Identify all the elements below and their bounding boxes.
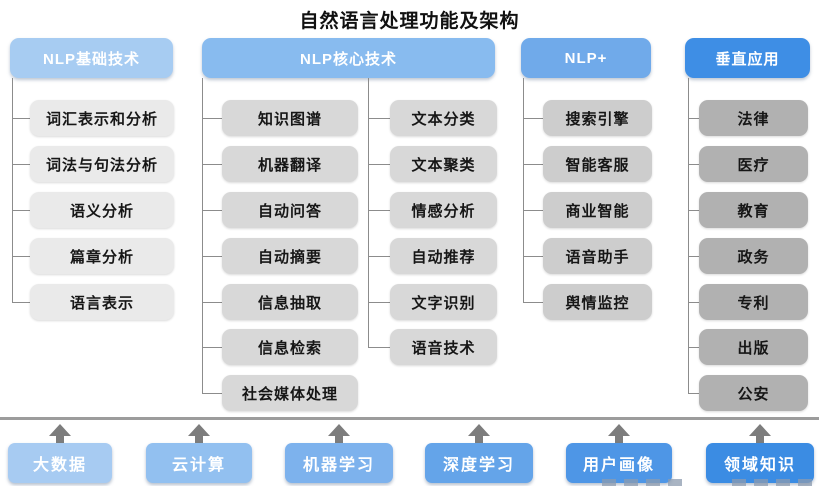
foundation-item: 大数据 <box>8 443 112 483</box>
column-header-nlp-basic: NLP基础技术 <box>10 38 173 78</box>
arrow-up-icon <box>49 424 71 436</box>
column-header-nlp-plus: NLP+ <box>521 38 651 78</box>
connector-branch <box>688 302 699 303</box>
diagram-title: 自然语言处理功能及架构 <box>299 11 520 32</box>
connector-branch <box>368 118 390 119</box>
vertical-app-item: 教育 <box>699 192 808 228</box>
arrow-up-icon <box>749 424 771 436</box>
core-tech-item: 机器翻译 <box>222 146 358 182</box>
nlp-plus-item: 舆情监控 <box>543 284 652 320</box>
foundation-item: 云计算 <box>146 443 252 483</box>
basic-tech-item: 词法与句法分析 <box>30 146 174 182</box>
core-tech-item: 信息检索 <box>222 329 358 365</box>
connector-branch <box>202 118 222 119</box>
connector-branch <box>202 256 222 257</box>
nlp-plus-item: 搜索引擎 <box>543 100 652 136</box>
connector-branch <box>368 256 390 257</box>
connector-branch <box>688 210 699 211</box>
connector-branch <box>688 164 699 165</box>
connector-branch <box>202 393 222 394</box>
core-tech-item: 自动问答 <box>222 192 358 228</box>
basic-tech-item: 语义分析 <box>30 192 174 228</box>
connector-branch <box>202 164 222 165</box>
arrow-up-icon <box>756 436 764 444</box>
vertical-app-item: 医疗 <box>699 146 808 182</box>
connector-branch <box>688 393 699 394</box>
watermark-fragment <box>602 479 682 486</box>
core-tech-item: 自动推荐 <box>390 238 497 274</box>
arrow-up-icon <box>468 424 490 436</box>
connector-branch <box>523 302 543 303</box>
connector-trunk-core-right <box>368 78 369 348</box>
connector-branch <box>368 302 390 303</box>
foundation-item: 用户画像 <box>566 443 672 483</box>
connector-branch <box>12 164 30 165</box>
connector-branch <box>12 118 30 119</box>
connector-branch <box>523 118 543 119</box>
connector-branch <box>202 302 222 303</box>
watermark-fragment <box>732 479 816 486</box>
connector-branch <box>12 302 30 303</box>
connector-branch <box>368 210 390 211</box>
connector-branch <box>12 210 30 211</box>
core-tech-item: 信息抽取 <box>222 284 358 320</box>
arrow-up-icon <box>615 436 623 444</box>
connector-trunk-vertical <box>688 78 689 393</box>
core-tech-item: 自动摘要 <box>222 238 358 274</box>
connector-trunk-basic <box>12 78 13 302</box>
foundation-item: 领域知识 <box>706 443 814 483</box>
core-tech-item: 文字识别 <box>390 284 497 320</box>
connector-branch <box>202 347 222 348</box>
basic-tech-item: 篇章分析 <box>30 238 174 274</box>
connector-branch <box>688 256 699 257</box>
connector-branch <box>368 164 390 165</box>
connector-branch <box>523 164 543 165</box>
connector-branch <box>523 256 543 257</box>
connector-branch <box>368 347 390 348</box>
column-header-vertical-app: 垂直应用 <box>685 38 810 78</box>
core-tech-item: 知识图谱 <box>222 100 358 136</box>
arrow-up-icon <box>475 436 483 444</box>
connector-branch <box>688 347 699 348</box>
arrow-up-icon <box>195 436 203 444</box>
foundation-separator-line <box>0 417 819 420</box>
core-tech-item: 语音技术 <box>390 329 497 365</box>
column-header-nlp-core: NLP核心技术 <box>202 38 495 78</box>
arrow-up-icon <box>328 424 350 436</box>
connector-branch <box>688 118 699 119</box>
core-tech-item: 社会媒体处理 <box>222 375 358 411</box>
arrow-up-icon <box>608 424 630 436</box>
basic-tech-item: 词汇表示和分析 <box>30 100 174 136</box>
arrow-up-icon <box>335 436 343 444</box>
vertical-app-item: 公安 <box>699 375 808 411</box>
core-tech-item: 文本聚类 <box>390 146 497 182</box>
core-tech-item: 情感分析 <box>390 192 497 228</box>
vertical-app-item: 专利 <box>699 284 808 320</box>
foundation-item: 机器学习 <box>285 443 393 483</box>
connector-trunk-core-left <box>202 78 203 393</box>
connector-branch <box>202 210 222 211</box>
connector-branch <box>12 256 30 257</box>
nlp-plus-item: 语音助手 <box>543 238 652 274</box>
basic-tech-item: 语言表示 <box>30 284 174 320</box>
nlp-plus-item: 商业智能 <box>543 192 652 228</box>
arrow-up-icon <box>188 424 210 436</box>
connector-trunk-nlp-plus <box>523 78 524 302</box>
vertical-app-item: 出版 <box>699 329 808 365</box>
core-tech-item: 文本分类 <box>390 100 497 136</box>
nlp-plus-item: 智能客服 <box>543 146 652 182</box>
vertical-app-item: 政务 <box>699 238 808 274</box>
vertical-app-item: 法律 <box>699 100 808 136</box>
connector-branch <box>523 210 543 211</box>
arrow-up-icon <box>56 436 64 444</box>
foundation-item: 深度学习 <box>425 443 533 483</box>
